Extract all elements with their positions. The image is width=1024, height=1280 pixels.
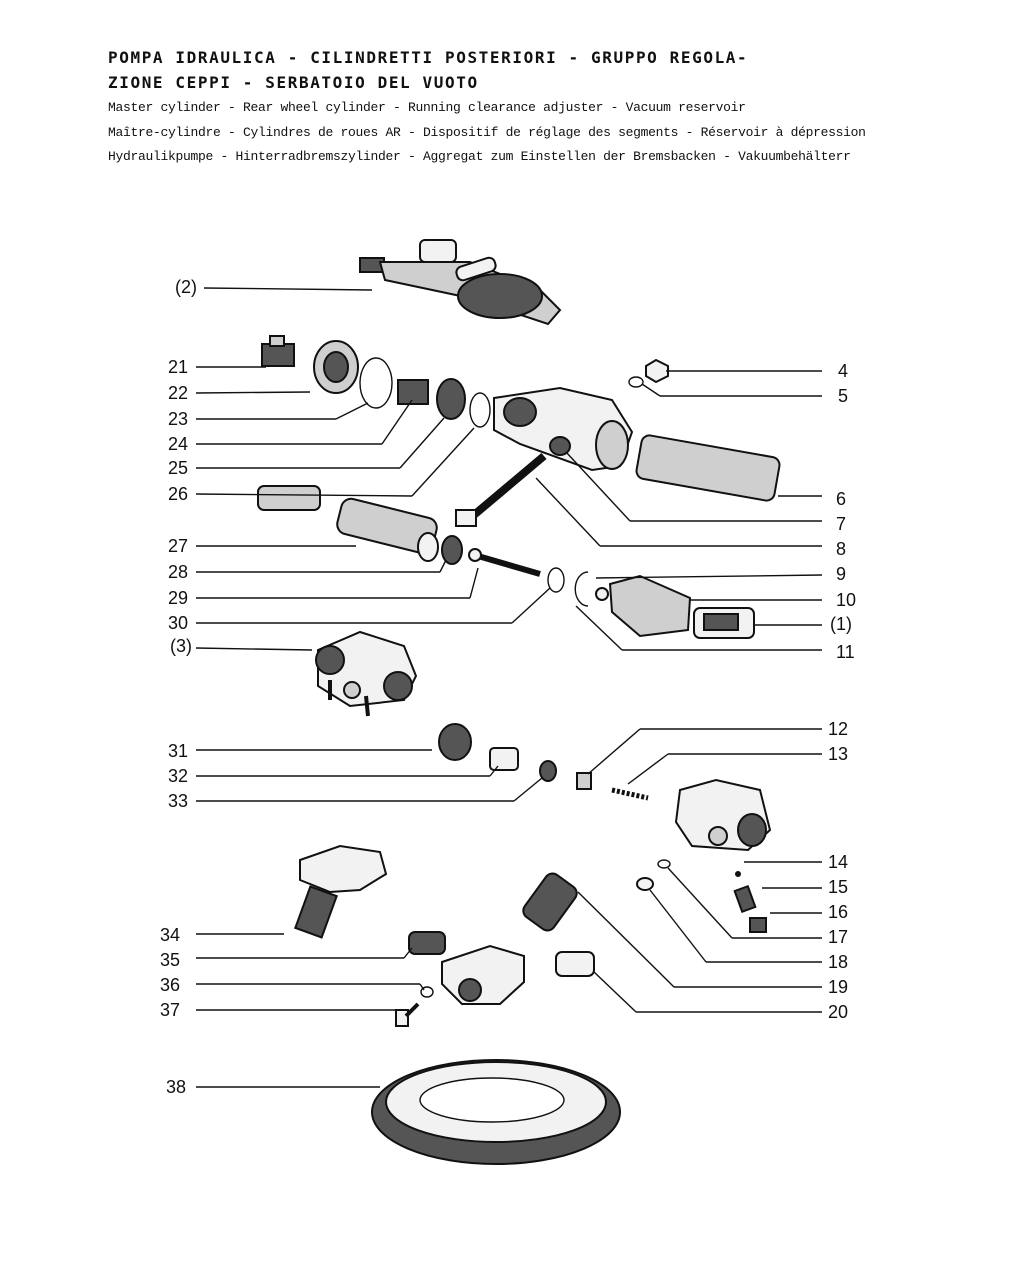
label-10: 10 xyxy=(836,590,856,610)
return-spring xyxy=(635,434,781,502)
label-7: 7 xyxy=(836,514,846,534)
adjuster-body xyxy=(674,778,772,852)
label-17: 17 xyxy=(828,927,848,947)
adjuster-screw xyxy=(522,872,578,932)
label-15: 15 xyxy=(828,877,848,897)
push-rod xyxy=(468,548,541,577)
bleeder-screw xyxy=(261,335,295,367)
wheel-cylinder-cup xyxy=(539,760,557,782)
label-25: 25 xyxy=(168,458,188,478)
label-1: (1) xyxy=(830,614,852,634)
title-line-2: ZIONE CEPPI - SERBATOIO DEL VUOTO xyxy=(108,73,479,92)
label-26: 26 xyxy=(168,484,188,504)
subtitle-french: Maître-cylindre - Cylindres de roues AR … xyxy=(108,125,866,140)
adjuster-bracket xyxy=(441,944,525,1005)
adjuster-shoe-assembly xyxy=(294,844,388,939)
adjuster-nut xyxy=(576,772,592,790)
label-38: 38 xyxy=(166,1077,186,1097)
washer-ring xyxy=(469,392,491,428)
label-6: 6 xyxy=(836,489,846,509)
leader-lines xyxy=(195,287,823,1088)
piston-seal xyxy=(441,535,463,565)
shoe-wedge xyxy=(408,931,446,955)
shoe-plate xyxy=(555,951,595,977)
vacuum-reservoir xyxy=(371,1059,621,1165)
label-29: 29 xyxy=(168,588,188,608)
label-34: 34 xyxy=(160,925,180,945)
label-3: (3) xyxy=(170,636,192,656)
label-21: 21 xyxy=(168,357,188,377)
o-ring xyxy=(359,357,393,409)
label-2: (2) xyxy=(175,277,197,297)
check-ball xyxy=(735,871,741,877)
label-11: 11 xyxy=(836,642,855,662)
wheel-cylinder-assembly xyxy=(315,630,418,717)
subtitle-german: Hydraulikpumpe - Hinterradbremszylinder … xyxy=(108,149,851,164)
circlip xyxy=(574,571,589,607)
label-22: 22 xyxy=(168,383,188,403)
label-24: 24 xyxy=(168,434,188,454)
small-spring xyxy=(257,485,321,511)
washer xyxy=(628,376,644,388)
label-16: 16 xyxy=(828,902,848,922)
wheel-cylinder-piston xyxy=(489,747,519,771)
label-9: 9 xyxy=(836,564,846,584)
valve-cap xyxy=(397,379,429,405)
lock-washer xyxy=(420,986,434,998)
title-line-1: POMPA IDRAULICA - CILINDRETTI POSTERIORI… xyxy=(108,48,749,67)
label-36: 36 xyxy=(160,975,180,995)
label-4: 4 xyxy=(838,361,848,381)
label-20: 20 xyxy=(828,1002,848,1022)
small-ring xyxy=(595,587,609,601)
label-14: 14 xyxy=(828,852,848,872)
bleed-cap xyxy=(749,917,767,933)
threaded-plug xyxy=(313,340,359,394)
label-28: 28 xyxy=(168,562,188,582)
bleed-screw xyxy=(733,884,757,914)
cup-seal xyxy=(436,378,466,420)
label-37: 37 xyxy=(160,1000,180,1020)
label-35: 35 xyxy=(160,950,180,970)
label-8: 8 xyxy=(836,539,846,559)
wheel-cylinder-seal xyxy=(438,723,472,761)
small-washer xyxy=(657,859,671,869)
label-19: 19 xyxy=(828,977,848,997)
label-31: 31 xyxy=(168,741,188,761)
label-12: 12 xyxy=(828,719,848,739)
master-cylinder-assembly xyxy=(359,239,562,326)
piston xyxy=(336,497,439,562)
label-30: 30 xyxy=(168,613,188,633)
small-nut xyxy=(636,877,654,891)
label-27: 27 xyxy=(168,536,188,556)
bracket-screw xyxy=(395,1002,420,1027)
label-13: 13 xyxy=(828,744,848,764)
long-bolt xyxy=(455,452,547,527)
label-32: 32 xyxy=(168,766,188,786)
cylinder-body xyxy=(493,386,634,472)
label-5: 5 xyxy=(838,386,848,406)
label-23: 23 xyxy=(168,409,188,429)
dust-boot xyxy=(608,574,692,638)
label-33: 33 xyxy=(168,791,188,811)
subtitle-english: Master cylinder - Rear wheel cylinder - … xyxy=(108,100,746,115)
stop-washer xyxy=(547,567,565,593)
adjuster-spring xyxy=(611,787,649,801)
nut xyxy=(645,358,669,384)
label-18: 18 xyxy=(828,952,848,972)
callout-labels: (2) 21 22 23 24 25 26 27 28 29 30 (3) 4 … xyxy=(160,277,856,1097)
clevis xyxy=(693,607,755,639)
